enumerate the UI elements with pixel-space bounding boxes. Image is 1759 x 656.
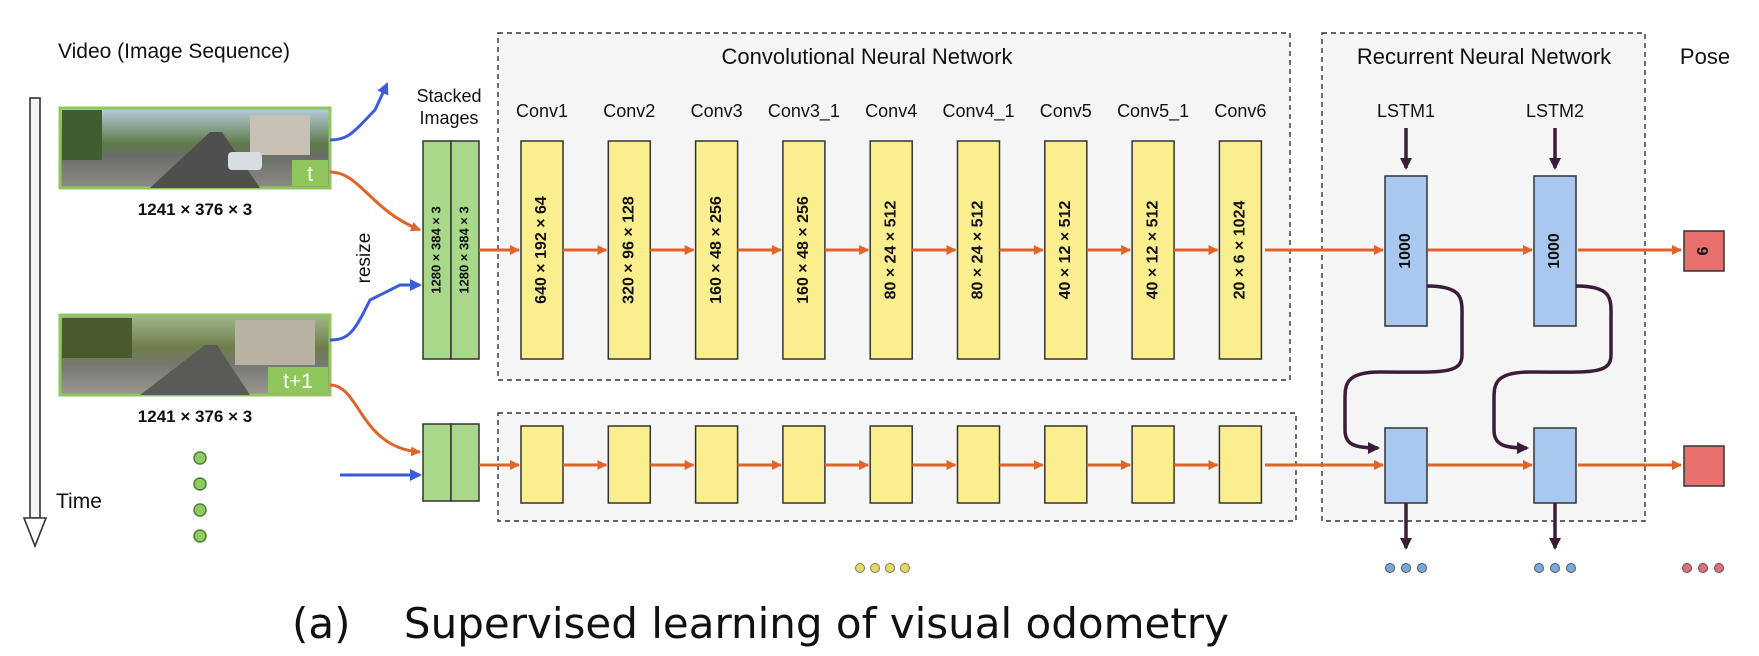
recurrent-arrows <box>1343 284 1613 550</box>
conv-layer-conv1: Conv1 640 × 192 × 64 <box>516 101 608 504</box>
frame-t1-size: 1241 × 376 × 3 <box>138 407 252 426</box>
cnn-title: Convolutional Neural Network <box>721 44 1013 69</box>
conv-layer-box <box>869 140 913 360</box>
conv-layer-box-next <box>1044 425 1088 504</box>
pose-output-block-next <box>1683 445 1725 487</box>
conv-layer-conv5: Conv5 40 × 12 × 512 <box>1040 101 1132 504</box>
conv-layer-dims: 40 × 12 × 512 <box>1144 201 1161 300</box>
conv-layer-box-next <box>607 425 652 504</box>
conv-layer-conv2: Conv2 320 × 96 × 128 <box>603 101 695 504</box>
conv-layer-box <box>1044 140 1088 360</box>
lstm2-block: LSTM2 1000 <box>1526 101 1584 504</box>
conv-layer-box <box>1218 140 1263 360</box>
conv-layer-dims: 40 × 12 × 512 <box>1057 201 1074 300</box>
stacked-label-line2: Images <box>419 108 478 128</box>
lstm1-ellipsis-dots <box>1385 563 1427 573</box>
conv-layer-box-next <box>782 425 826 504</box>
conv-layer-conv4: Conv4 80 × 24 × 512 <box>865 101 957 504</box>
rnn-title: Recurrent Neural Network <box>1357 44 1612 69</box>
video-sequence-label: Video (Image Sequence) <box>58 40 290 63</box>
conv-layer-name: Conv4_1 <box>942 101 1014 122</box>
conv-layer-dims: 320 × 96 × 128 <box>621 196 638 304</box>
resize-label: resize <box>354 233 375 284</box>
conv-layer-box <box>956 140 1001 360</box>
conv-layer-box-next <box>1131 425 1175 504</box>
conv-layer-name: Conv1 <box>516 101 568 121</box>
lstm2-block-next <box>1533 427 1577 504</box>
conv-layer-conv6: Conv6 20 × 6 × 1024 <box>1214 101 1266 504</box>
conv-layer-box <box>520 140 564 360</box>
conv-layer-dims: 80 × 24 × 512 <box>882 201 899 300</box>
pose-ellipsis-dots <box>1682 563 1724 573</box>
conv-layer-box <box>607 140 652 360</box>
cnn-to-lstm-arrows <box>1265 245 1682 470</box>
lstm2-ellipsis-dots <box>1534 563 1576 573</box>
time-label: Time <box>56 490 102 513</box>
conv-layer-box-next <box>694 425 739 504</box>
lstm2-label: LSTM2 <box>1526 101 1584 121</box>
conv-layer-box-next <box>1218 425 1263 504</box>
frame-t-size: 1241 × 376 × 3 <box>138 200 252 219</box>
pose-title: Pose <box>1680 44 1730 69</box>
stacked-images-block-next <box>422 423 480 502</box>
conv-layer-conv3: Conv3 160 × 48 × 256 <box>691 101 782 504</box>
frame-t1-image: t+1 <box>58 313 332 397</box>
conv-layer-conv5_1: Conv5_1 40 × 12 × 512 <box>1117 101 1219 504</box>
time-axis <box>22 97 48 549</box>
stacked-dim-1: 1280 × 384 × 3 <box>428 206 443 293</box>
pose-output-dim: 6 <box>1695 246 1712 255</box>
stacked-images-block: 1280 × 384 × 3 1280 × 384 × 3 <box>422 140 480 360</box>
conv-layer-box-next <box>520 425 564 504</box>
stacked-dim-2: 1280 × 384 × 3 <box>456 206 471 293</box>
conv-layer-name: Conv5 <box>1040 101 1092 121</box>
figure-caption: (a) Supervised learning of visual odomet… <box>292 599 1229 648</box>
conv-layer-name: Conv4 <box>865 101 917 121</box>
stacked-to-conv-arrows <box>479 245 520 470</box>
blue-arrows <box>329 82 422 481</box>
conv-layer-conv4_1: Conv4_1 80 × 24 × 512 <box>942 101 1044 504</box>
stacked-label-line1: Stacked <box>416 86 481 106</box>
frame-t-image: t <box>58 106 332 190</box>
conv-layer-conv3_1: Conv3_1 160 × 48 × 256 <box>768 101 870 504</box>
conv-layer-dims: 20 × 6 × 1024 <box>1232 201 1249 300</box>
frame-t1-label: t+1 <box>283 370 313 393</box>
lstm2-units: 1000 <box>1546 233 1563 269</box>
more-frames-dots <box>193 451 207 543</box>
conv-layer-dims: 80 × 24 × 512 <box>970 201 987 300</box>
pose-output-block: 6 <box>1683 230 1725 272</box>
frame-to-stacked-arrows <box>329 170 421 457</box>
conv-layer-name: Conv5_1 <box>1117 101 1189 122</box>
frame-t-label: t <box>307 163 313 186</box>
conv-layer-dims: 160 × 48 × 256 <box>795 196 812 304</box>
lstm1-units: 1000 <box>1397 233 1414 269</box>
conv-layer-name: Conv3_1 <box>768 101 840 122</box>
lstm1-block: LSTM1 1000 <box>1377 101 1435 504</box>
lstm1-block-next <box>1384 427 1428 504</box>
conv-layer-box-next <box>869 425 913 504</box>
lstm1-label: LSTM1 <box>1377 101 1435 121</box>
conv-layer-name: Conv2 <box>603 101 655 121</box>
conv-layer-name: Conv6 <box>1214 101 1266 121</box>
rnn-region <box>1321 32 1646 522</box>
conv-layer-dims: 640 × 192 × 64 <box>533 196 550 304</box>
conv-ellipsis-dots <box>855 563 910 573</box>
conv-layer-name: Conv3 <box>691 101 743 121</box>
conv-layer-box-next <box>956 425 1001 504</box>
conv-layer-dims: 160 × 48 × 256 <box>708 196 725 304</box>
conv-layer-box <box>694 140 739 360</box>
conv-layer-box <box>782 140 826 360</box>
